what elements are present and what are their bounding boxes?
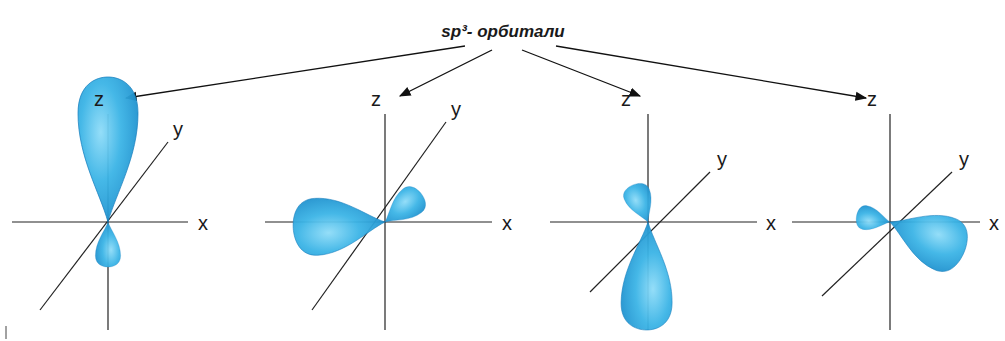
axis-label: x	[198, 213, 208, 233]
axis-label: y	[451, 99, 461, 119]
large-lobe	[621, 222, 674, 331]
pointer-arrow	[556, 46, 866, 98]
coordinate-axes	[12, 114, 980, 330]
orbital-lobes	[78, 77, 975, 330]
axis-label: x	[766, 213, 776, 233]
axis-label: z	[94, 89, 104, 109]
diagram-title: sp³- орбитали	[441, 23, 564, 40]
small-lobe	[376, 182, 431, 234]
small-lobe	[95, 222, 120, 267]
large-lobe	[291, 194, 387, 257]
axis-label: x	[989, 213, 999, 233]
axis-label: y	[173, 119, 183, 139]
small-lobe	[854, 204, 892, 234]
corner-mark	[6, 326, 7, 339]
axis-label: y	[717, 149, 727, 169]
pointer-arrows	[126, 46, 866, 98]
axis-label: z	[371, 89, 381, 109]
axis-label: y	[959, 149, 969, 169]
pointer-arrow	[126, 46, 465, 98]
axis-label: z	[867, 89, 877, 109]
large-lobe	[880, 196, 975, 277]
large-lobe	[78, 77, 138, 222]
pointer-arrow	[400, 50, 492, 96]
small-lobe	[620, 180, 660, 227]
axis-label: x	[502, 213, 512, 233]
axis-label: z	[621, 89, 631, 109]
